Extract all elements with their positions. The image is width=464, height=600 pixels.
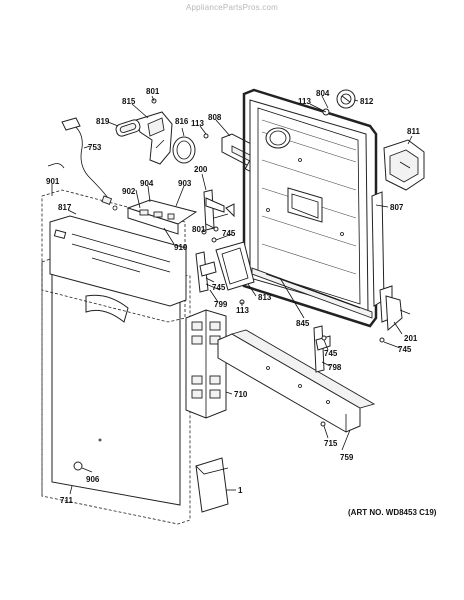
callout-903: 903 (178, 179, 192, 188)
callout-113: 113 (298, 97, 311, 106)
hinge-200 (203, 189, 235, 231)
latch-handle-819 (115, 119, 141, 137)
callout-715: 715 (324, 439, 338, 448)
door-latch-815 (135, 111, 173, 165)
callout-labels: 801 815 819 816 113 808 753 113 804 812 … (46, 87, 420, 505)
callout-813: 813 (258, 293, 272, 302)
callout-815: 815 (122, 97, 136, 106)
callout-801: 801 (192, 225, 206, 234)
callout-799: 799 (214, 300, 228, 309)
callout-710: 710 (234, 390, 248, 399)
callout-1: 1 (238, 486, 243, 495)
callout-910: 910 (174, 243, 188, 252)
callout-711: 711 (60, 496, 73, 505)
vent-frame-813 (215, 241, 255, 291)
inner-door-807 (242, 88, 393, 328)
callout-816: 816 (175, 117, 189, 126)
callout-804: 804 (316, 89, 330, 98)
callout-807: 807 (390, 203, 404, 212)
detergent-dispenser-811 (383, 139, 425, 191)
hinge-201 (385, 295, 411, 332)
callout-845: 845 (296, 319, 310, 328)
vent-cap-812 (336, 89, 356, 109)
callout-201: 201 (404, 334, 418, 343)
callout-904: 904 (140, 179, 154, 188)
callout-745: 745 (324, 349, 338, 358)
callout-812: 812 (360, 97, 374, 106)
callout-902: 902 (122, 187, 136, 196)
gasket-ring-816 (172, 136, 196, 164)
callout-113: 113 (236, 306, 249, 315)
screws (151, 98, 385, 427)
callout-906: 906 (86, 475, 100, 484)
callout-798: 798 (328, 363, 342, 372)
control-board-assembly (112, 199, 198, 235)
callout-745: 745 (398, 345, 412, 354)
callout-200: 200 (194, 165, 208, 174)
callout-817: 817 (58, 203, 72, 212)
callout-753: 753 (88, 143, 102, 152)
callout-759: 759 (340, 453, 354, 462)
callout-113: 113 (191, 119, 204, 128)
callout-901: 901 (46, 177, 60, 186)
watermark-text: AppliancePartsPros.com (186, 3, 278, 12)
callout-811: 811 (407, 127, 420, 136)
callout-745: 745 (222, 229, 236, 238)
hinge-bracket-799 (195, 251, 221, 293)
art-number: (ART NO. WD8453 C19) (348, 508, 437, 517)
manual-document-1 (195, 457, 229, 513)
control-panel-817 (41, 189, 187, 323)
insulation-710 (185, 309, 227, 419)
bracket-798 (313, 325, 331, 373)
leader-lines (51, 95, 413, 495)
bottom-trim-759 (217, 329, 376, 433)
callout-745: 745 (212, 283, 226, 292)
callout-801: 801 (146, 87, 160, 96)
callout-819: 819 (96, 117, 110, 126)
callout-808: 808 (208, 113, 222, 122)
wire-harness-753 (47, 117, 113, 205)
